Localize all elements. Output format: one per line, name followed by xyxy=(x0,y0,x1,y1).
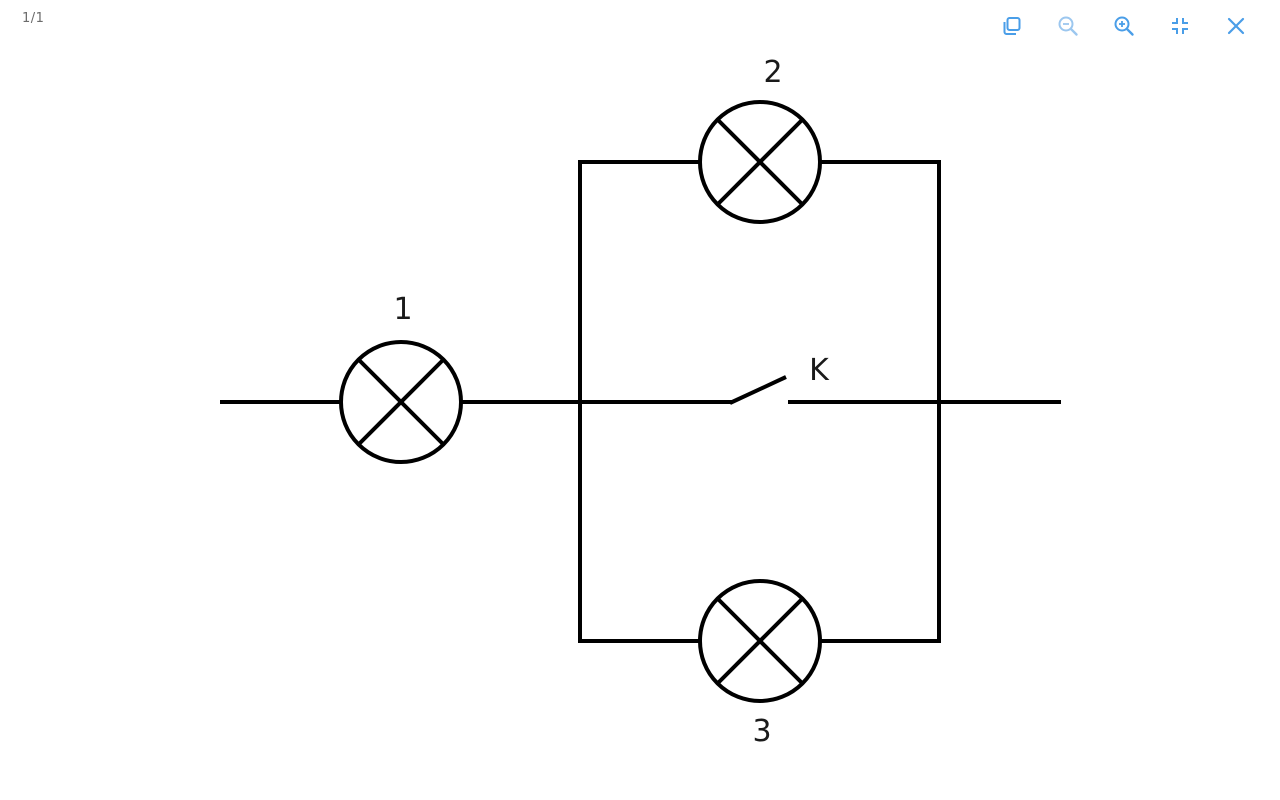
lamp-2-label: 2 xyxy=(763,55,782,90)
lamp-3 xyxy=(698,579,822,703)
switch-blade xyxy=(729,375,787,405)
lamp-3-label: 3 xyxy=(752,714,771,749)
zoom-out-icon xyxy=(1058,16,1078,36)
close-button[interactable] xyxy=(1208,12,1264,40)
zoom-in-icon xyxy=(1114,16,1134,36)
lamp-2 xyxy=(698,100,822,224)
lamp-1-label: 1 xyxy=(393,292,412,327)
switch-label: K xyxy=(809,353,830,388)
viewer-toolbar xyxy=(984,12,1264,40)
exit-fullscreen-icon xyxy=(1172,18,1188,34)
copy-button[interactable] xyxy=(984,12,1040,40)
lamp-1 xyxy=(339,340,463,464)
copy-icon xyxy=(1003,17,1021,35)
page-counter: 1/1 xyxy=(22,11,45,26)
exit-fullscreen-button[interactable] xyxy=(1152,12,1208,40)
zoom-in-button[interactable] xyxy=(1096,12,1152,40)
close-icon xyxy=(1227,17,1245,35)
zoom-out-button[interactable] xyxy=(1040,12,1096,40)
